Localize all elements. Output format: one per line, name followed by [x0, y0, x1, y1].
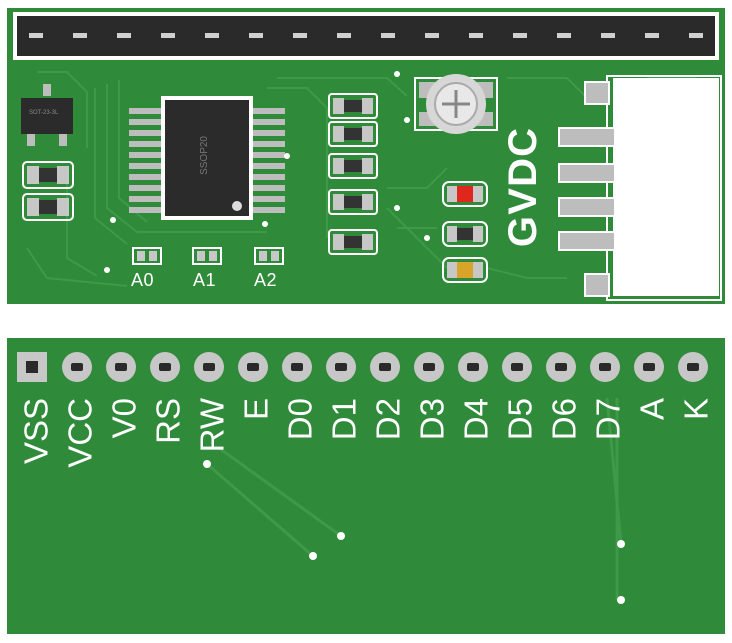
address-label-a2: A2 — [254, 270, 278, 290]
pin-label-rs-wrap: RS — [146, 398, 190, 478]
pin-label-rw: RW — [193, 398, 231, 453]
bottom-vias — [203, 460, 625, 604]
connector-label-g: G — [501, 216, 545, 248]
pin-label-rs: RS — [149, 398, 187, 444]
pin-label-e: E — [237, 398, 275, 421]
pin-label-d7: D7 — [589, 398, 627, 441]
address-label-a0: A0 — [131, 270, 155, 290]
pin-label-d6: D6 — [545, 398, 583, 441]
pin-label-v0: V0 — [105, 398, 143, 439]
top-pcb-board: SOT-23-3L SSOP20 A0 A1 A2 G V D C — [7, 8, 725, 304]
top-board-graphics — [13, 12, 722, 301]
bottom-pcb-board — [7, 338, 725, 634]
pin-label-a: A — [633, 398, 671, 421]
pin-label-d3-wrap: D3 — [410, 398, 454, 478]
pin-label-d1-wrap: D1 — [322, 398, 366, 478]
address-label-a1: A1 — [193, 270, 217, 290]
pin-label-d4-wrap: D4 — [454, 398, 498, 478]
pin-label-d5: D5 — [501, 398, 539, 441]
jst-connector — [558, 75, 722, 301]
address-jumpers — [132, 247, 284, 265]
ic-marking: SSOP20 — [199, 136, 210, 175]
pin-label-d5-wrap: D5 — [498, 398, 542, 478]
pin-label-d0: D0 — [281, 398, 319, 441]
pin-label-d1: D1 — [325, 398, 363, 441]
top-traces — [26, 71, 697, 287]
bottom-board-graphics — [17, 352, 708, 604]
regulator-marking: SOT-23-3L — [29, 110, 59, 116]
pin-pads — [17, 352, 708, 382]
pin-label-d3: D3 — [413, 398, 451, 441]
ic-marking-wrap: SSOP20 — [199, 136, 219, 186]
bottom-traces — [206, 397, 623, 600]
pin-label-rw-wrap: RW — [190, 398, 234, 478]
ssop20-ic — [129, 96, 285, 220]
top-vias — [104, 71, 430, 273]
connector-label-v: V — [501, 188, 545, 215]
pin-label-a-wrap: A — [630, 398, 674, 478]
left-capacitors — [22, 161, 74, 221]
connector-label-d: D — [501, 158, 545, 187]
pin-label-vcc: VCC — [61, 398, 99, 468]
pin-label-e-wrap: E — [234, 398, 278, 478]
pin-header — [17, 16, 715, 56]
header-pin-marks — [29, 33, 703, 38]
pin-label-vss: VSS — [17, 398, 55, 465]
pin-label-d2-wrap: D2 — [366, 398, 410, 478]
pin-label-vcc-wrap: VCC — [58, 398, 102, 478]
pin-label-d6-wrap: D6 — [542, 398, 586, 478]
pin-label-d7-wrap: D7 — [586, 398, 630, 478]
pin-label-k: K — [677, 398, 715, 421]
status-leds — [442, 181, 488, 283]
pin-label-vss-wrap: VSS — [14, 398, 58, 478]
pin-label-d0-wrap: D0 — [278, 398, 322, 478]
pin-label-d4: D4 — [457, 398, 495, 441]
sot23-regulator — [21, 84, 73, 146]
pin-label-v0-wrap: V0 — [102, 398, 146, 478]
pin-label-k-wrap: K — [674, 398, 718, 478]
contrast-potentiometer — [414, 74, 498, 134]
resistor-array — [328, 93, 378, 255]
connector-label-c: C — [501, 128, 545, 157]
pin-label-d2: D2 — [369, 398, 407, 441]
